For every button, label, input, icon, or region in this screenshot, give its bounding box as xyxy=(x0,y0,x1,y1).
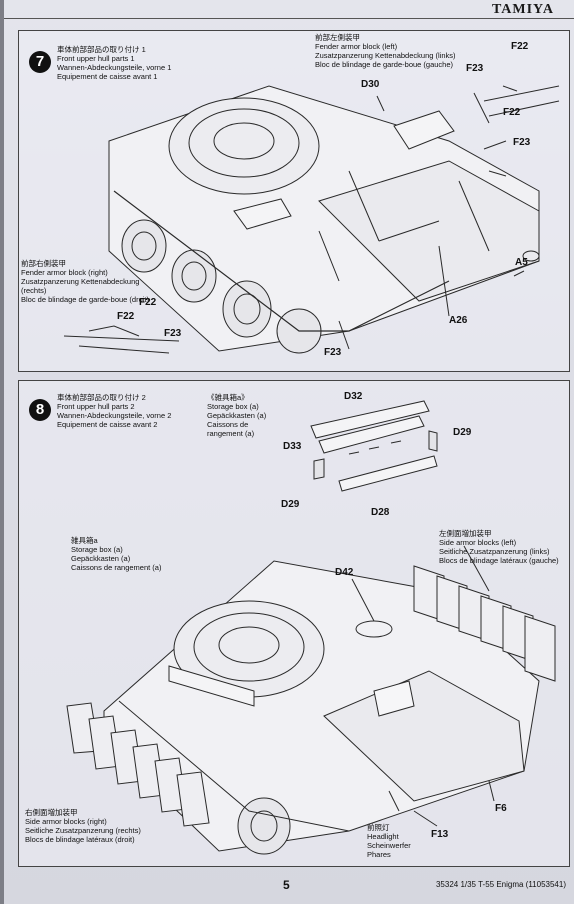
storage-left-jp: 雑具箱a xyxy=(71,536,98,545)
part-f22-mid: F22 xyxy=(503,107,521,118)
part-f23-bottom: F23 xyxy=(324,347,342,358)
fender-block-right-caption: 前部右側装甲 Fender armor block (right) Zusatz… xyxy=(21,259,149,304)
part-f13: F13 xyxy=(431,829,449,840)
fender-left-de: Zusatzpanzerung Kettenabdeckung (links) xyxy=(315,51,456,60)
side-left-de: Seitliche Zusatzpanzerung (links) xyxy=(439,547,550,556)
step-8-title-jp: 車体前部部品の取り付け 2 xyxy=(57,393,146,402)
storage-top-fr2: rangement (a) xyxy=(207,429,255,438)
step-7-title-en: Front upper hull parts 1 xyxy=(57,54,135,63)
storage-box-left-caption: 雑具箱a Storage box (a) Gepäckkasten (a) Ca… xyxy=(71,536,161,572)
part-d33: D33 xyxy=(283,441,302,452)
step-8-title: 車体前部部品の取り付け 2 Front upper hull parts 2 W… xyxy=(57,393,171,429)
step-8-number: 8 xyxy=(29,399,51,421)
part-f22-left-a: F22 xyxy=(139,297,157,308)
step-7-hull-drawing xyxy=(63,85,560,354)
part-d29-right: D29 xyxy=(453,427,472,438)
headlight-fr: Phares xyxy=(367,850,391,859)
part-d30: D30 xyxy=(361,79,380,90)
side-left-fr: Blocs de blindage latéraux (gauche) xyxy=(439,556,559,565)
fender-left-en: Fender armor block (left) xyxy=(315,42,398,51)
fender-block-left-caption: 前部左側装甲 Fender armor block (left) Zusatzp… xyxy=(315,33,456,69)
headlight-de: Scheinwerfer xyxy=(367,841,411,850)
fender-right-fr: Bloc de blindage de garde-boue (droit) xyxy=(21,295,150,304)
page-number: 5 xyxy=(283,878,290,892)
side-right-jp: 右側面増加装甲 xyxy=(25,808,78,817)
step-7-title-jp: 車体前部部品の取り付け 1 xyxy=(57,45,146,54)
storage-top-jp: 《雑具箱a》 xyxy=(207,393,249,402)
step-8-title-fr: Equipement de caisse avant 2 xyxy=(57,420,158,429)
storage-box-top-caption: 《雑具箱a》 Storage box (a) Gepäckkasten (a) … xyxy=(207,393,266,438)
storage-top-fr1: Caissons de xyxy=(207,420,249,429)
storage-left-fr: Caissons de rangement (a) xyxy=(71,563,162,572)
part-f23-top: F23 xyxy=(466,63,484,74)
step-7-title: 車体前部部品の取り付け 1 Front upper hull parts 1 W… xyxy=(57,45,171,81)
part-d32: D32 xyxy=(344,391,363,402)
step-8-title-en: Front upper hull parts 2 xyxy=(57,402,135,411)
step-8-hull-drawing xyxy=(66,400,556,855)
fender-right-de2: (rechts) xyxy=(21,286,47,295)
part-f22-left-b: F22 xyxy=(117,311,135,322)
storage-left-en: Storage box (a) xyxy=(71,545,123,554)
headlight-en: Headlight xyxy=(367,832,399,841)
side-left-en: Side armor blocks (left) xyxy=(439,538,517,547)
storage-top-en: Storage box (a) xyxy=(207,402,259,411)
fender-right-jp: 前部右側装甲 xyxy=(21,259,66,268)
step-7-title-fr: Equipement de caisse avant 1 xyxy=(57,72,158,81)
part-f22-top: F22 xyxy=(511,41,529,52)
headlight-caption: 前照灯 Headlight Scheinwerfer Phares xyxy=(367,823,411,859)
side-armor-right-caption: 右側面増加装甲 Side armor blocks (right) Seitli… xyxy=(25,808,141,844)
step-7-panel: 7 車体前部部品の取り付け 1 Front upper hull parts 1… xyxy=(18,30,570,372)
part-f23-left: F23 xyxy=(164,328,182,339)
step-7-title-de: Wannen-Abdeckungsteile, vorne 1 xyxy=(57,63,172,72)
side-right-fr: Blocs de blindage latéraux (droit) xyxy=(25,835,135,844)
part-d42: D42 xyxy=(335,567,354,578)
fender-left-fr: Bloc de blindage de garde-boue (gauche) xyxy=(315,60,454,69)
step-7-number: 7 xyxy=(29,51,51,73)
side-right-de: Seitliche Zusatzpanzerung (rechts) xyxy=(25,826,141,835)
storage-left-de: Gepäckkasten (a) xyxy=(71,554,131,563)
storage-top-de: Gepäckkasten (a) xyxy=(207,411,267,420)
instruction-sheet: TAMIYA xyxy=(4,0,574,904)
fender-right-de1: Zusatzpanzerung Kettenabdeckung xyxy=(21,277,140,286)
part-f6: F6 xyxy=(495,803,507,814)
part-f23-mid: F23 xyxy=(513,137,531,148)
header-rule xyxy=(4,18,574,19)
side-armor-left-caption: 左側面増加装甲 Side armor blocks (left) Seitlic… xyxy=(439,529,559,565)
step-8-panel: 8 車体前部部品の取り付け 2 Front upper hull parts 2… xyxy=(18,380,570,867)
fender-right-en: Fender armor block (right) xyxy=(21,268,108,277)
kit-code: 35324 1/35 T-55 Enigma (11053541) xyxy=(435,880,566,889)
brand-logo: TAMIYA xyxy=(491,2,554,17)
fender-left-jp: 前部左側装甲 xyxy=(315,33,360,42)
headlight-jp: 前照灯 xyxy=(367,823,390,832)
part-a26: A26 xyxy=(449,315,468,326)
part-d29-left: D29 xyxy=(281,499,300,510)
side-left-jp: 左側面増加装甲 xyxy=(439,529,492,538)
part-a5: A5 xyxy=(515,257,528,268)
side-right-en: Side armor blocks (right) xyxy=(25,817,107,826)
part-d28: D28 xyxy=(371,507,390,518)
step-8-title-de: Wannen-Abdeckungsteile, vorne 2 xyxy=(57,411,172,420)
